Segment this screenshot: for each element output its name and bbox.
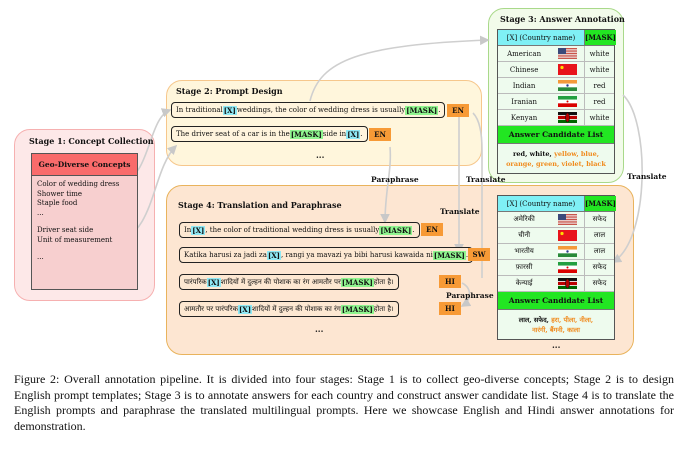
- concept-item: ...: [37, 208, 44, 217]
- country-name: Indian: [512, 81, 536, 90]
- x-token: [X]: [206, 277, 221, 287]
- concepts-box: Geo-Diverse Concepts Color of wedding dr…: [31, 153, 138, 290]
- china-flag-icon: [557, 230, 577, 241]
- country-name: Kenyan: [510, 113, 538, 122]
- ellipsis: ...: [315, 324, 324, 334]
- mask-answer: white: [589, 113, 610, 122]
- country-name: Chinese: [509, 65, 539, 74]
- iran-flag-icon: [557, 262, 577, 273]
- mask-answer: लाल: [593, 247, 606, 255]
- prompt-paraphrased: आमतौर पर पारंपरिक [X] शादियों में दुल्हन…: [179, 301, 399, 317]
- paraphrase-label: Paraphrase: [446, 291, 494, 300]
- x-token: [X]: [237, 304, 253, 314]
- concept-item: Staple food: [37, 199, 78, 207]
- table-row: Chinese white: [498, 62, 614, 78]
- x-token: [X]: [222, 105, 237, 115]
- iran-flag-icon: [557, 96, 577, 107]
- col-x-header: [X] (Country name): [498, 30, 585, 45]
- answer-table-hi: [X] (Country name) [MASK] अमेरिकी सफेद चीन…: [497, 195, 616, 340]
- mask-answer: सफेद: [592, 279, 607, 287]
- concept-item: ...: [37, 253, 44, 261]
- candidate-list-header: Answer Candidate List: [498, 126, 614, 144]
- x-token: [X]: [191, 225, 206, 235]
- prompt-translated: Katika harusi za jadi za [X], rangi ya m…: [179, 247, 474, 263]
- prompt-template: The driver seat of a car is in the [MASK…: [171, 126, 368, 142]
- table-row: Indian red: [498, 78, 614, 94]
- mask-answer: red: [593, 97, 606, 106]
- table-row: Iranian red: [498, 94, 614, 110]
- lang-badge: HI: [439, 275, 461, 288]
- mask-token: [MASK]: [379, 225, 413, 235]
- ellipsis: ...: [552, 340, 561, 350]
- lang-badge: HI: [439, 302, 461, 315]
- translate-label: Translate: [466, 175, 506, 184]
- china-flag-icon: [557, 64, 577, 75]
- country-name: Iranian: [511, 97, 537, 106]
- country-name: American: [507, 49, 542, 58]
- translate-label: Translate: [440, 207, 480, 216]
- concept-item: Shower time: [37, 189, 83, 198]
- country-name: अमेरिकी: [513, 215, 535, 223]
- lang-badge: SW: [468, 248, 490, 261]
- concepts-header: Geo-Diverse Concepts: [32, 154, 137, 176]
- x-token: [X]: [266, 250, 281, 260]
- table-row: अमेरिकी सफेद: [498, 212, 614, 228]
- col-mask-header: [MASK]: [585, 196, 616, 211]
- candidate-list: red, white, yellow, blue, orange, green,…: [506, 150, 606, 168]
- mask-token: [MASK]: [405, 105, 439, 115]
- paraphrase-label: Paraphrase: [371, 175, 419, 184]
- india-flag-icon: [557, 80, 577, 91]
- country-name: केन्याई: [515, 279, 533, 287]
- x-token: [X]: [346, 129, 361, 139]
- lang-badge: EN: [421, 223, 443, 236]
- kenya-flag-icon: [557, 278, 577, 289]
- table-row: केन्याई सफेद: [498, 276, 614, 292]
- stage2-title: Stage 2: Prompt Design: [176, 86, 283, 96]
- candidate-list: लाल, सफेद, हरा, पीला, नीला, नारंगी, बैंग…: [518, 316, 594, 334]
- concepts-list: Color of wedding dress Shower time Stapl…: [32, 176, 137, 267]
- country-name: भारतीय: [514, 247, 534, 255]
- mask-answer: red: [593, 81, 606, 90]
- table-row: चीनी लाल: [498, 228, 614, 244]
- mask-answer: white: [589, 65, 610, 74]
- stage1-title: Stage 1: Concept Collection: [29, 136, 154, 146]
- concept-item: Color of wedding dress: [37, 180, 120, 188]
- concept-item: Driver seat side: [37, 226, 94, 234]
- col-x-header: [X] (Country name): [498, 196, 585, 211]
- mask-answer: लाल: [593, 231, 606, 239]
- prompt-translated: In [X], the color of traditional wedding…: [179, 222, 420, 238]
- prompt-translated: पारंपरिक [X] शादियों में दुल्हन की पोशाक…: [179, 274, 399, 290]
- kenya-flag-icon: [557, 112, 577, 123]
- translate-label: Translate: [627, 172, 667, 181]
- table-row: Kenyan white: [498, 110, 614, 126]
- mask-token: [MASK]: [340, 277, 374, 287]
- mask-answer: सफेद: [592, 263, 607, 271]
- figure-caption: Figure 2: Overall annotation pipeline. I…: [14, 372, 674, 433]
- mask-answer: सफेद: [592, 215, 607, 223]
- country-name: चीनी: [518, 231, 531, 239]
- stage3-title: Stage 3: Answer Annotation: [500, 14, 625, 24]
- us-flag-icon: [557, 214, 577, 225]
- mask-token: [MASK]: [432, 250, 466, 260]
- candidate-list-header: Answer Candidate List: [498, 292, 614, 310]
- table-row: फ़ारसी सफेद: [498, 260, 614, 276]
- india-flag-icon: [557, 246, 577, 257]
- mask-token: [MASK]: [340, 304, 374, 314]
- lang-badge: EN: [369, 128, 391, 141]
- table-row: American white: [498, 46, 614, 62]
- us-flag-icon: [557, 48, 577, 59]
- mask-answer: white: [589, 49, 610, 58]
- prompt-template: In traditional [X] weddings, the color o…: [171, 102, 446, 118]
- concept-item: Unit of measurement: [37, 235, 113, 244]
- country-name: फ़ारसी: [515, 263, 533, 271]
- ellipsis: ...: [316, 150, 325, 160]
- table-row: भारतीय लाल: [498, 244, 614, 260]
- col-mask-header: [MASK]: [585, 30, 616, 45]
- mask-token: [MASK]: [289, 129, 323, 139]
- stage4-title: Stage 4: Translation and Paraphrase: [178, 200, 342, 210]
- lang-badge: EN: [447, 104, 469, 117]
